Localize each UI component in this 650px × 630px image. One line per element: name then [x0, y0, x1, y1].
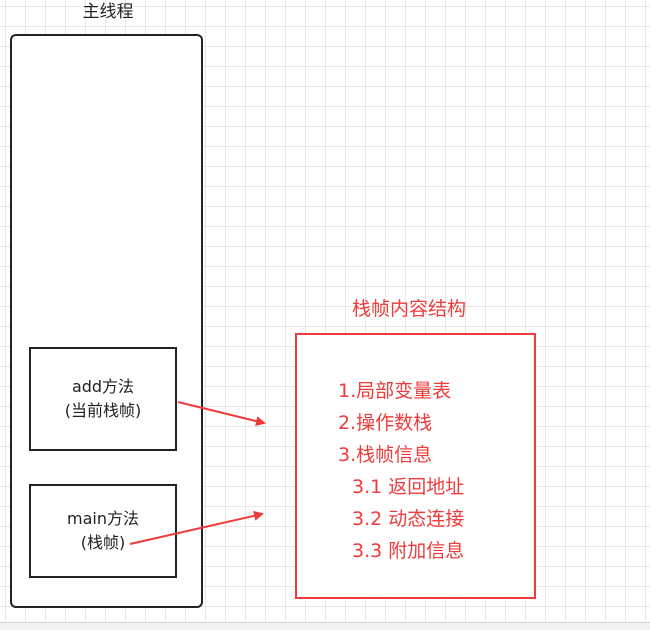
add-method-sublabel: (当前栈帧)	[64, 401, 142, 420]
structure-item-frame-info: 3.栈帧信息	[338, 444, 433, 466]
frame-structure-title: 栈帧内容结构	[351, 298, 466, 320]
main-method-sublabel: (栈帧)	[80, 533, 126, 552]
structure-item-operand-stack: 2.操作数栈	[338, 412, 433, 434]
add-method-label: add方法	[71, 377, 135, 396]
structure-item-additional-info: 3.3 附加信息	[352, 540, 465, 562]
main-method-label: main方法	[67, 509, 139, 528]
main-method-frame: main方法 (栈帧)	[29, 484, 177, 578]
structure-item-local-variables: 1.局部变量表	[338, 380, 452, 402]
canvas-bottom-strip	[0, 622, 650, 630]
structure-item-return-address: 3.1 返回地址	[352, 476, 465, 498]
main-thread-title: 主线程	[82, 2, 134, 22]
frame-structure-list: 1.局部变量表 2.操作数栈 3.栈帧信息 3.1 返回地址 3.2 动态连接 …	[338, 375, 464, 567]
structure-item-dynamic-linking: 3.2 动态连接	[352, 508, 465, 530]
add-method-frame: add方法 (当前栈帧)	[29, 347, 177, 451]
frame-structure-box: 1.局部变量表 2.操作数栈 3.栈帧信息 3.1 返回地址 3.2 动态连接 …	[295, 333, 536, 599]
